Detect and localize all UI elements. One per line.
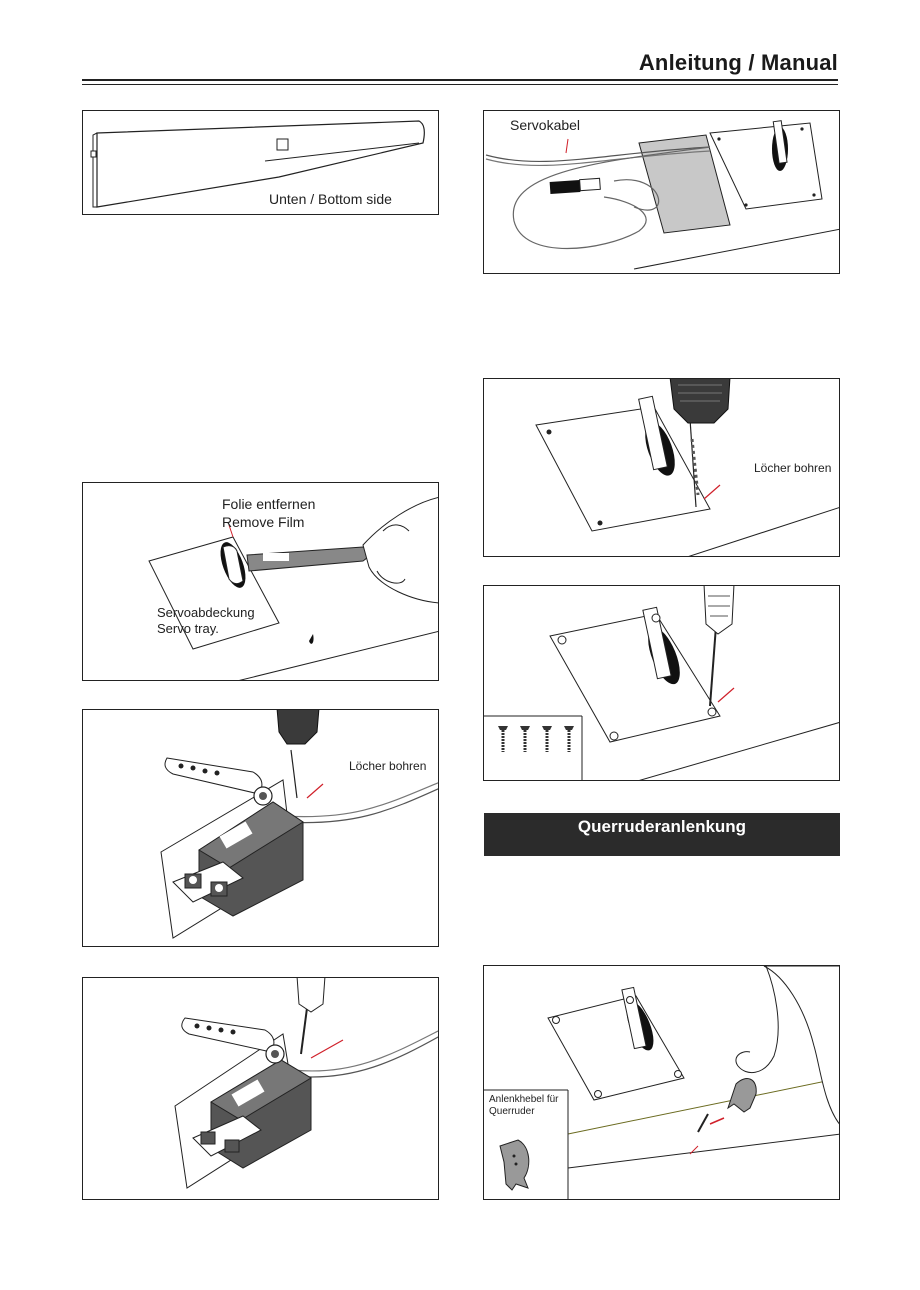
header-rule (82, 79, 838, 81)
horn-label-line1: Anlenkhebel für (489, 1094, 559, 1105)
servo-tray-label-en: Servo tray. (157, 621, 219, 636)
figure-control-horn: Anlenkhebel für Querruder (483, 965, 840, 1200)
figure-screw-cover (483, 585, 840, 781)
drill-cover-illustration (535, 379, 839, 556)
figure-remove-film: Folie entfernen Remove Film Servoabdecku… (82, 482, 439, 681)
page-title: Anleitung / Manual (638, 50, 838, 75)
figure-drill-servo: Löcher bohren (82, 709, 439, 947)
figure-drill-cover: Löcher bohren (483, 378, 840, 557)
remove-film-label-de: Folie entfernen (222, 496, 316, 512)
wing-bottom-label: Unten / Bottom side (269, 191, 392, 207)
screw-cover-illustration (484, 586, 839, 780)
servo-cable-illustration (485, 120, 839, 270)
drill-servo-illustration (160, 710, 438, 939)
control-horn-illustration (484, 966, 839, 1199)
section-heading: Querruderanlenkung (484, 813, 840, 856)
screw-servo-illustration (174, 978, 438, 1189)
remove-film-illustration (148, 497, 438, 680)
figure-wing-bottom: Unten / Bottom side (82, 110, 439, 215)
servo-tray-label-de: Servoabdeckung (157, 605, 255, 620)
header-rule-thin (82, 84, 838, 85)
servo-cable-label: Servokabel (510, 117, 581, 133)
drill-servo-label: Löcher bohren (349, 759, 427, 773)
drill-cover-label: Löcher bohren (754, 461, 832, 475)
wing-illustration (90, 120, 425, 208)
figure-servo-cable: Servokabel (483, 110, 840, 274)
horn-label-line2: Querruder (489, 1106, 535, 1117)
remove-film-label-en: Remove Film (222, 514, 305, 530)
figure-screw-servo (82, 977, 439, 1200)
screw-icon (498, 726, 574, 752)
